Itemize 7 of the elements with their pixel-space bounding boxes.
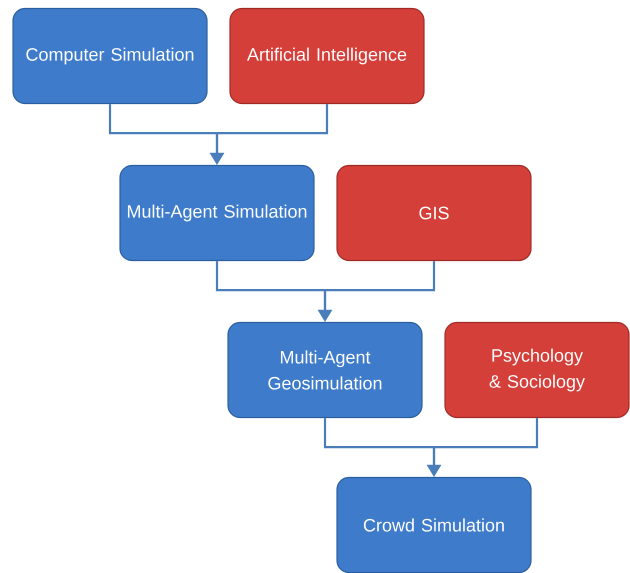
- process-box: Multi-Agent Geosimulation: [227, 322, 423, 418]
- process-box: Psychology & Sociology: [444, 322, 630, 418]
- process-box: Multi-Agent Simulation: [119, 164, 315, 262]
- process-box: GIS: [336, 164, 532, 262]
- process-box: Computer Simulation: [12, 8, 208, 104]
- process-box: Crowd Simulation: [336, 476, 532, 573]
- process-box: Artificial Intelligence: [229, 8, 425, 104]
